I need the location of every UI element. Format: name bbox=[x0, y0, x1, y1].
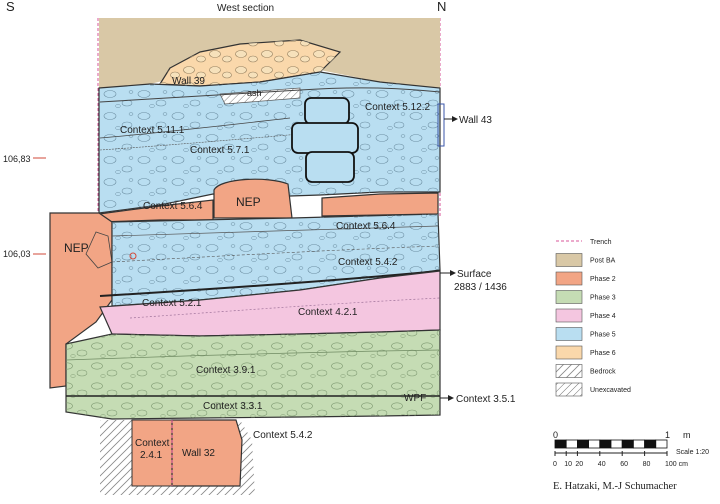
legend-swatch bbox=[555, 382, 583, 397]
svg-text:Context 3.5.1: Context 3.5.1 bbox=[456, 394, 516, 405]
legend-item-phase-2: Phase 2 bbox=[555, 271, 616, 286]
scale-unit: m bbox=[683, 430, 691, 440]
elevation-marker-lower: 106,03 bbox=[3, 249, 46, 259]
label-context-4-2-1: Context 4.2.1 bbox=[298, 307, 358, 318]
svg-text:106,03: 106,03 bbox=[3, 249, 31, 259]
legend-swatch bbox=[555, 308, 583, 323]
label-context-5-4-2-upper: Context 5.4.2 bbox=[338, 257, 398, 268]
legend-item-post-ba: Post BA bbox=[555, 253, 616, 267]
legend-label: Phase 5 bbox=[590, 332, 616, 339]
credit-line: E. Hatzaki, M.-J Schumacher bbox=[553, 481, 677, 492]
wall43-edge-marker bbox=[437, 103, 445, 147]
label-context-3-9-1: Context 3.9.1 bbox=[196, 365, 256, 376]
legend-swatch bbox=[555, 290, 583, 304]
legend-item-phase-4: Phase 4 bbox=[555, 308, 616, 323]
legend-label: Bedrock bbox=[590, 369, 616, 376]
label-context-5-11-1: Context 5.11.1 bbox=[120, 125, 185, 136]
svg-text:Wall 43: Wall 43 bbox=[459, 115, 492, 126]
svg-text:2883 / 1436: 2883 / 1436 bbox=[454, 282, 507, 293]
scale-ratio: Scale 1:20 bbox=[676, 449, 709, 456]
legend-swatch bbox=[555, 327, 583, 341]
label-nep-left: NEP bbox=[64, 241, 89, 255]
legend-label: Phase 3 bbox=[590, 295, 616, 302]
scale-segment bbox=[554, 439, 567, 449]
legend-swatch bbox=[555, 271, 583, 286]
scale-segment bbox=[599, 439, 612, 449]
legend-swatch bbox=[555, 364, 583, 378]
scale-segment bbox=[655, 439, 668, 449]
label-context-5-6-4-upper: Context 5.6.4 bbox=[143, 201, 203, 212]
scale-segment bbox=[565, 439, 578, 449]
label-wpf: WPF bbox=[404, 393, 426, 404]
scale-segment bbox=[633, 439, 646, 449]
scale-tick-label: 0 bbox=[553, 461, 557, 468]
ash-deposit bbox=[219, 87, 301, 105]
label-context-2-4-1-line2: 2.4.1 bbox=[140, 450, 163, 461]
scale-segment bbox=[610, 439, 623, 449]
legend-item-phase-6: Phase 6 bbox=[555, 345, 616, 360]
legend-label: Phase 6 bbox=[590, 350, 616, 357]
label-context-5-12-2: Context 5.12.2 bbox=[365, 102, 430, 113]
phase2-band-right bbox=[321, 192, 439, 217]
elevation-marker-upper: 106,83 bbox=[3, 154, 46, 164]
scale-zero: 0 bbox=[553, 430, 558, 440]
label-nep-upper: NEP bbox=[236, 195, 261, 209]
legend-label: Phase 4 bbox=[590, 313, 616, 320]
legend-item-trench: Trench bbox=[556, 239, 612, 246]
label-context-2-4-1-line1: Context bbox=[135, 438, 170, 449]
legend-label: Phase 2 bbox=[590, 276, 616, 283]
legend-item-phase-3: Phase 3 bbox=[555, 290, 616, 304]
surface-callout: Surface 2883 / 1436 bbox=[440, 269, 507, 293]
legend-label: Trench bbox=[590, 239, 612, 246]
legend-label: Unexcavated bbox=[590, 387, 631, 394]
legend-item-bedrock: Bedrock bbox=[555, 364, 616, 378]
legend-item-unexcavated: Unexcavated bbox=[555, 382, 631, 397]
scale-tick-label: 100 cm bbox=[665, 461, 688, 468]
legend-label: Post BA bbox=[590, 258, 616, 265]
label-context-3-3-1: Context 3.3.1 bbox=[203, 401, 263, 412]
label-ash: ash bbox=[247, 88, 262, 98]
label-wall32: Wall 32 bbox=[182, 448, 215, 459]
context-3-5-1-callout: Context 3.5.1 bbox=[440, 394, 516, 405]
legend-item-phase-5: Phase 5 bbox=[555, 327, 616, 341]
north-label: N bbox=[437, 0, 446, 14]
label-context-5-4-2-lower: Context 5.4.2 bbox=[253, 430, 313, 441]
scale-segment bbox=[644, 439, 657, 449]
label-wall39: Wall 39 bbox=[172, 76, 205, 87]
legend-swatch bbox=[555, 253, 583, 267]
scale-tick-label: 20 bbox=[575, 461, 583, 468]
scale-segment bbox=[621, 439, 634, 449]
scale-tick-label: 40 bbox=[598, 461, 606, 468]
legend-swatch bbox=[555, 345, 583, 360]
surface-line bbox=[99, 270, 441, 297]
svg-text:106,83: 106,83 bbox=[3, 154, 31, 164]
scale-tick-label: 10 bbox=[564, 461, 572, 468]
label-context-5-6-4-lower: Context 5.6.4 bbox=[336, 221, 396, 232]
scale-tick-label: 60 bbox=[620, 461, 628, 468]
scale-segment bbox=[577, 439, 590, 449]
svg-text:Surface: Surface bbox=[457, 269, 492, 280]
scale-segment bbox=[588, 439, 601, 449]
label-context-5-7-1: Context 5.7.1 bbox=[190, 145, 250, 156]
wall43-callout: Wall 43 bbox=[444, 115, 492, 126]
scale-one: 1 bbox=[665, 430, 670, 440]
scale-tick-label: 80 bbox=[643, 461, 651, 468]
south-label: S bbox=[6, 0, 15, 14]
label-context-5-2-1: Context 5.2.1 bbox=[142, 298, 202, 309]
wall43-stones bbox=[291, 97, 359, 183]
section-title: West section bbox=[217, 3, 274, 14]
phase2-nep-upper bbox=[213, 178, 293, 219]
